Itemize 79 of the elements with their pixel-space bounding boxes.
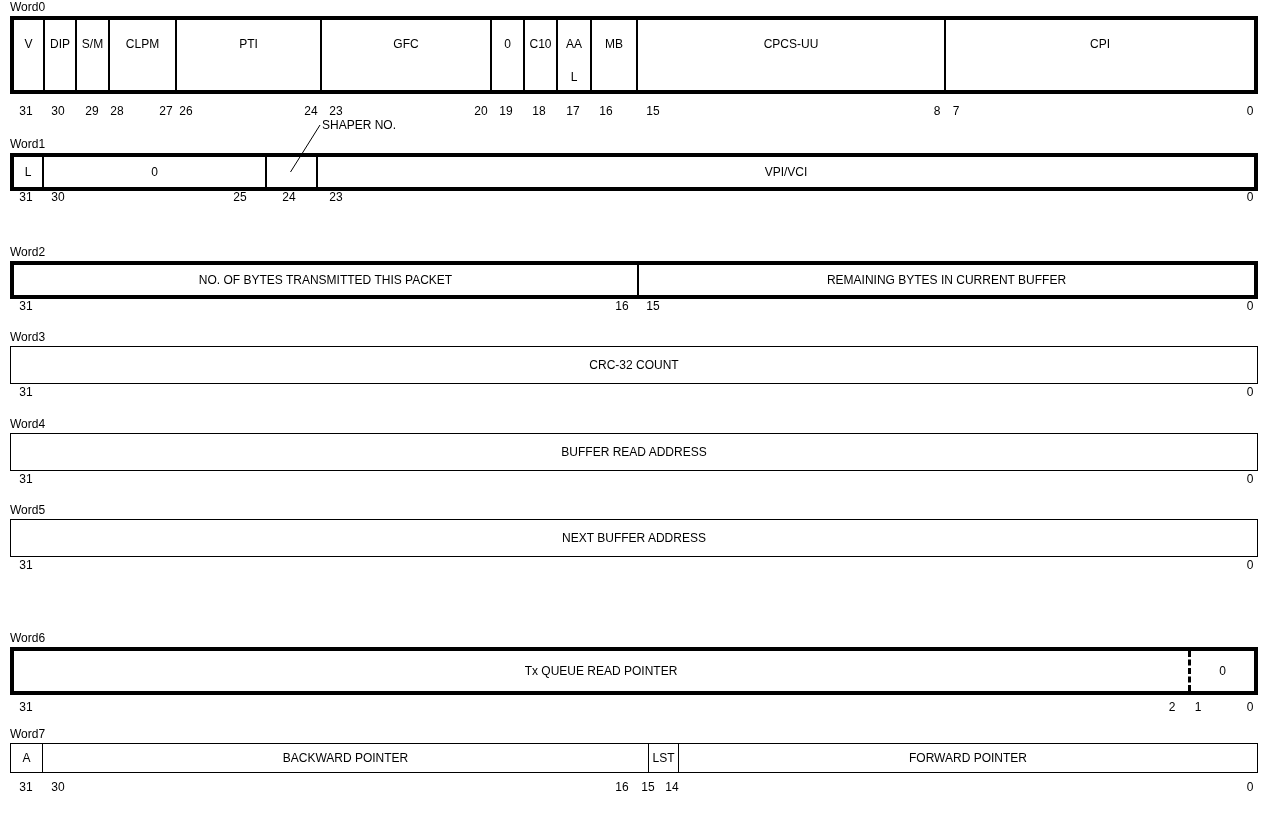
bit-number: 17	[566, 104, 580, 118]
bit-field: 0	[490, 20, 523, 90]
bit-number: 15	[641, 780, 655, 794]
word-heading: Word1	[10, 137, 46, 151]
bit-number: 15	[646, 104, 660, 118]
bit-field: LST	[648, 744, 678, 772]
bit-number: 29	[85, 104, 99, 118]
bit-field: CRC-32 COUNT	[11, 347, 1257, 383]
bit-field: DIP	[43, 20, 75, 90]
bit-number: 2	[1168, 700, 1176, 714]
bit-number: 31	[19, 190, 33, 204]
bit-number: 23	[329, 190, 343, 204]
bit-number: 31	[19, 385, 33, 399]
bit-number: 7	[952, 104, 960, 118]
bit-number: 0	[1246, 700, 1254, 714]
bit-field: GFC	[320, 20, 490, 90]
bit-number: 0	[1246, 472, 1254, 486]
bit-field: NEXT BUFFER ADDRESS	[11, 520, 1257, 556]
bit-number: 0	[1246, 299, 1254, 313]
bit-number: 31	[19, 780, 33, 794]
bit-number: 0	[1246, 558, 1254, 572]
word-heading: Word5	[10, 503, 46, 517]
bit-field: BUFFER READ ADDRESS	[11, 434, 1257, 470]
bit-number: 0	[1246, 780, 1254, 794]
bit-field: S/M	[75, 20, 108, 90]
bit-field: 0	[42, 157, 265, 187]
word-heading: Word7	[10, 727, 46, 741]
word-heading: Word2	[10, 245, 46, 259]
bit-number: 24	[282, 190, 296, 204]
bit-field: AAL	[556, 20, 590, 90]
leader-line	[290, 124, 321, 173]
bit-field: L	[14, 157, 42, 187]
bit-number: 16	[615, 299, 629, 313]
bit-number: 19	[499, 104, 513, 118]
bit-number: 31	[19, 472, 33, 486]
bit-number: 31	[19, 104, 33, 118]
bit-number: 0	[1246, 190, 1254, 204]
bit-number: 1	[1194, 700, 1202, 714]
bit-field: NO. OF BYTES TRANSMITTED THIS PACKET	[14, 265, 637, 295]
bit-number: 16	[615, 780, 629, 794]
word-heading: Word0	[10, 0, 46, 14]
bit-field: C10	[523, 20, 556, 90]
word-heading: Word3	[10, 330, 46, 344]
bit-field: A	[11, 744, 42, 772]
bit-number: 18	[532, 104, 546, 118]
bit-number: 15	[646, 299, 660, 313]
bit-number: 0	[1246, 385, 1254, 399]
bit-number: 25	[233, 190, 247, 204]
bit-number: 23	[329, 104, 343, 118]
bit-field: Tx QUEUE READ POINTER	[14, 651, 1188, 691]
bit-field: PTI	[175, 20, 320, 90]
bit-number: 28	[110, 104, 124, 118]
bit-number: 26	[179, 104, 193, 118]
bit-number: 14	[665, 780, 679, 794]
bit-number: 30	[51, 780, 65, 794]
bit-field: 0	[1188, 651, 1254, 691]
bit-number: 30	[51, 104, 65, 118]
bit-field: REMAINING BYTES IN CURRENT BUFFER	[637, 265, 1254, 295]
bit-number: 0	[1246, 104, 1254, 118]
bit-number: 27	[159, 104, 173, 118]
bit-field: BACKWARD POINTER	[42, 744, 648, 772]
bit-number: 20	[474, 104, 488, 118]
bit-field: CLPM	[108, 20, 175, 90]
word-heading: Word6	[10, 631, 46, 645]
bit-field: FORWARD POINTER	[678, 744, 1257, 772]
bit-field: V	[14, 20, 43, 90]
bit-field: CPCS-UU	[636, 20, 944, 90]
bit-field: VPI/VCI	[316, 157, 1254, 187]
bit-number: 8	[933, 104, 941, 118]
bit-number: 24	[304, 104, 318, 118]
bit-field: MB	[590, 20, 636, 90]
bit-number: 30	[51, 190, 65, 204]
bit-number: 31	[19, 558, 33, 572]
bit-number: 16	[599, 104, 613, 118]
bit-field: CPI	[944, 20, 1254, 90]
word-heading: Word4	[10, 417, 46, 431]
bit-number: 31	[19, 299, 33, 313]
field-label: SHAPER NO.	[322, 118, 396, 132]
bit-number: 31	[19, 700, 33, 714]
